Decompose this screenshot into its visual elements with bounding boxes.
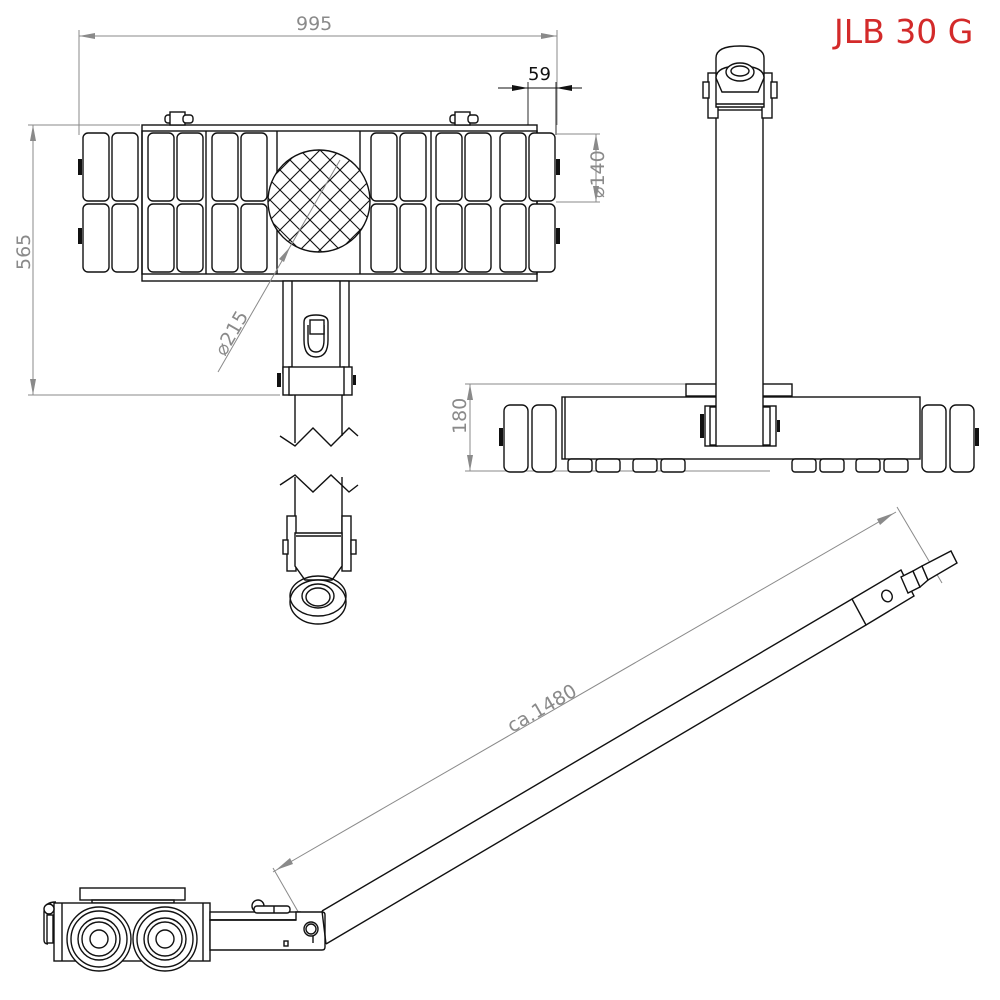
lifting-lug-left [164,111,194,126]
side-wheels [66,906,198,972]
dim-label-140: ⌀140 [587,150,609,198]
dimension-140: ⌀140 [556,133,609,203]
turntable [267,149,371,253]
dimension-59: 59 [498,64,582,135]
tow-bar-angled [321,550,958,945]
dim-label-995: 995 [296,13,332,35]
side-view: ca.1480 [43,506,958,972]
dimension-565: 565 [13,124,280,396]
lifting-lug-right [449,111,479,126]
dim-label-215: ⌀215 [210,307,253,359]
dim-label-1480: ca.1480 [504,680,581,737]
wheel-array [78,131,560,274]
dim-label-180: 180 [449,398,471,434]
bottom-rollers [567,458,909,473]
tow-bar-top-view [277,280,359,625]
top-view: 995 59 ⌀140 565 [13,13,609,625]
front-view: 180 [449,45,979,473]
tow-eye-top [702,45,778,119]
dimension-995: 995 [78,13,558,135]
dim-label-59: 59 [528,64,551,85]
dim-label-565: 565 [13,234,35,270]
model-title: JLB 30 G [834,12,974,51]
dimension-1480: ca.1480 [272,506,943,930]
